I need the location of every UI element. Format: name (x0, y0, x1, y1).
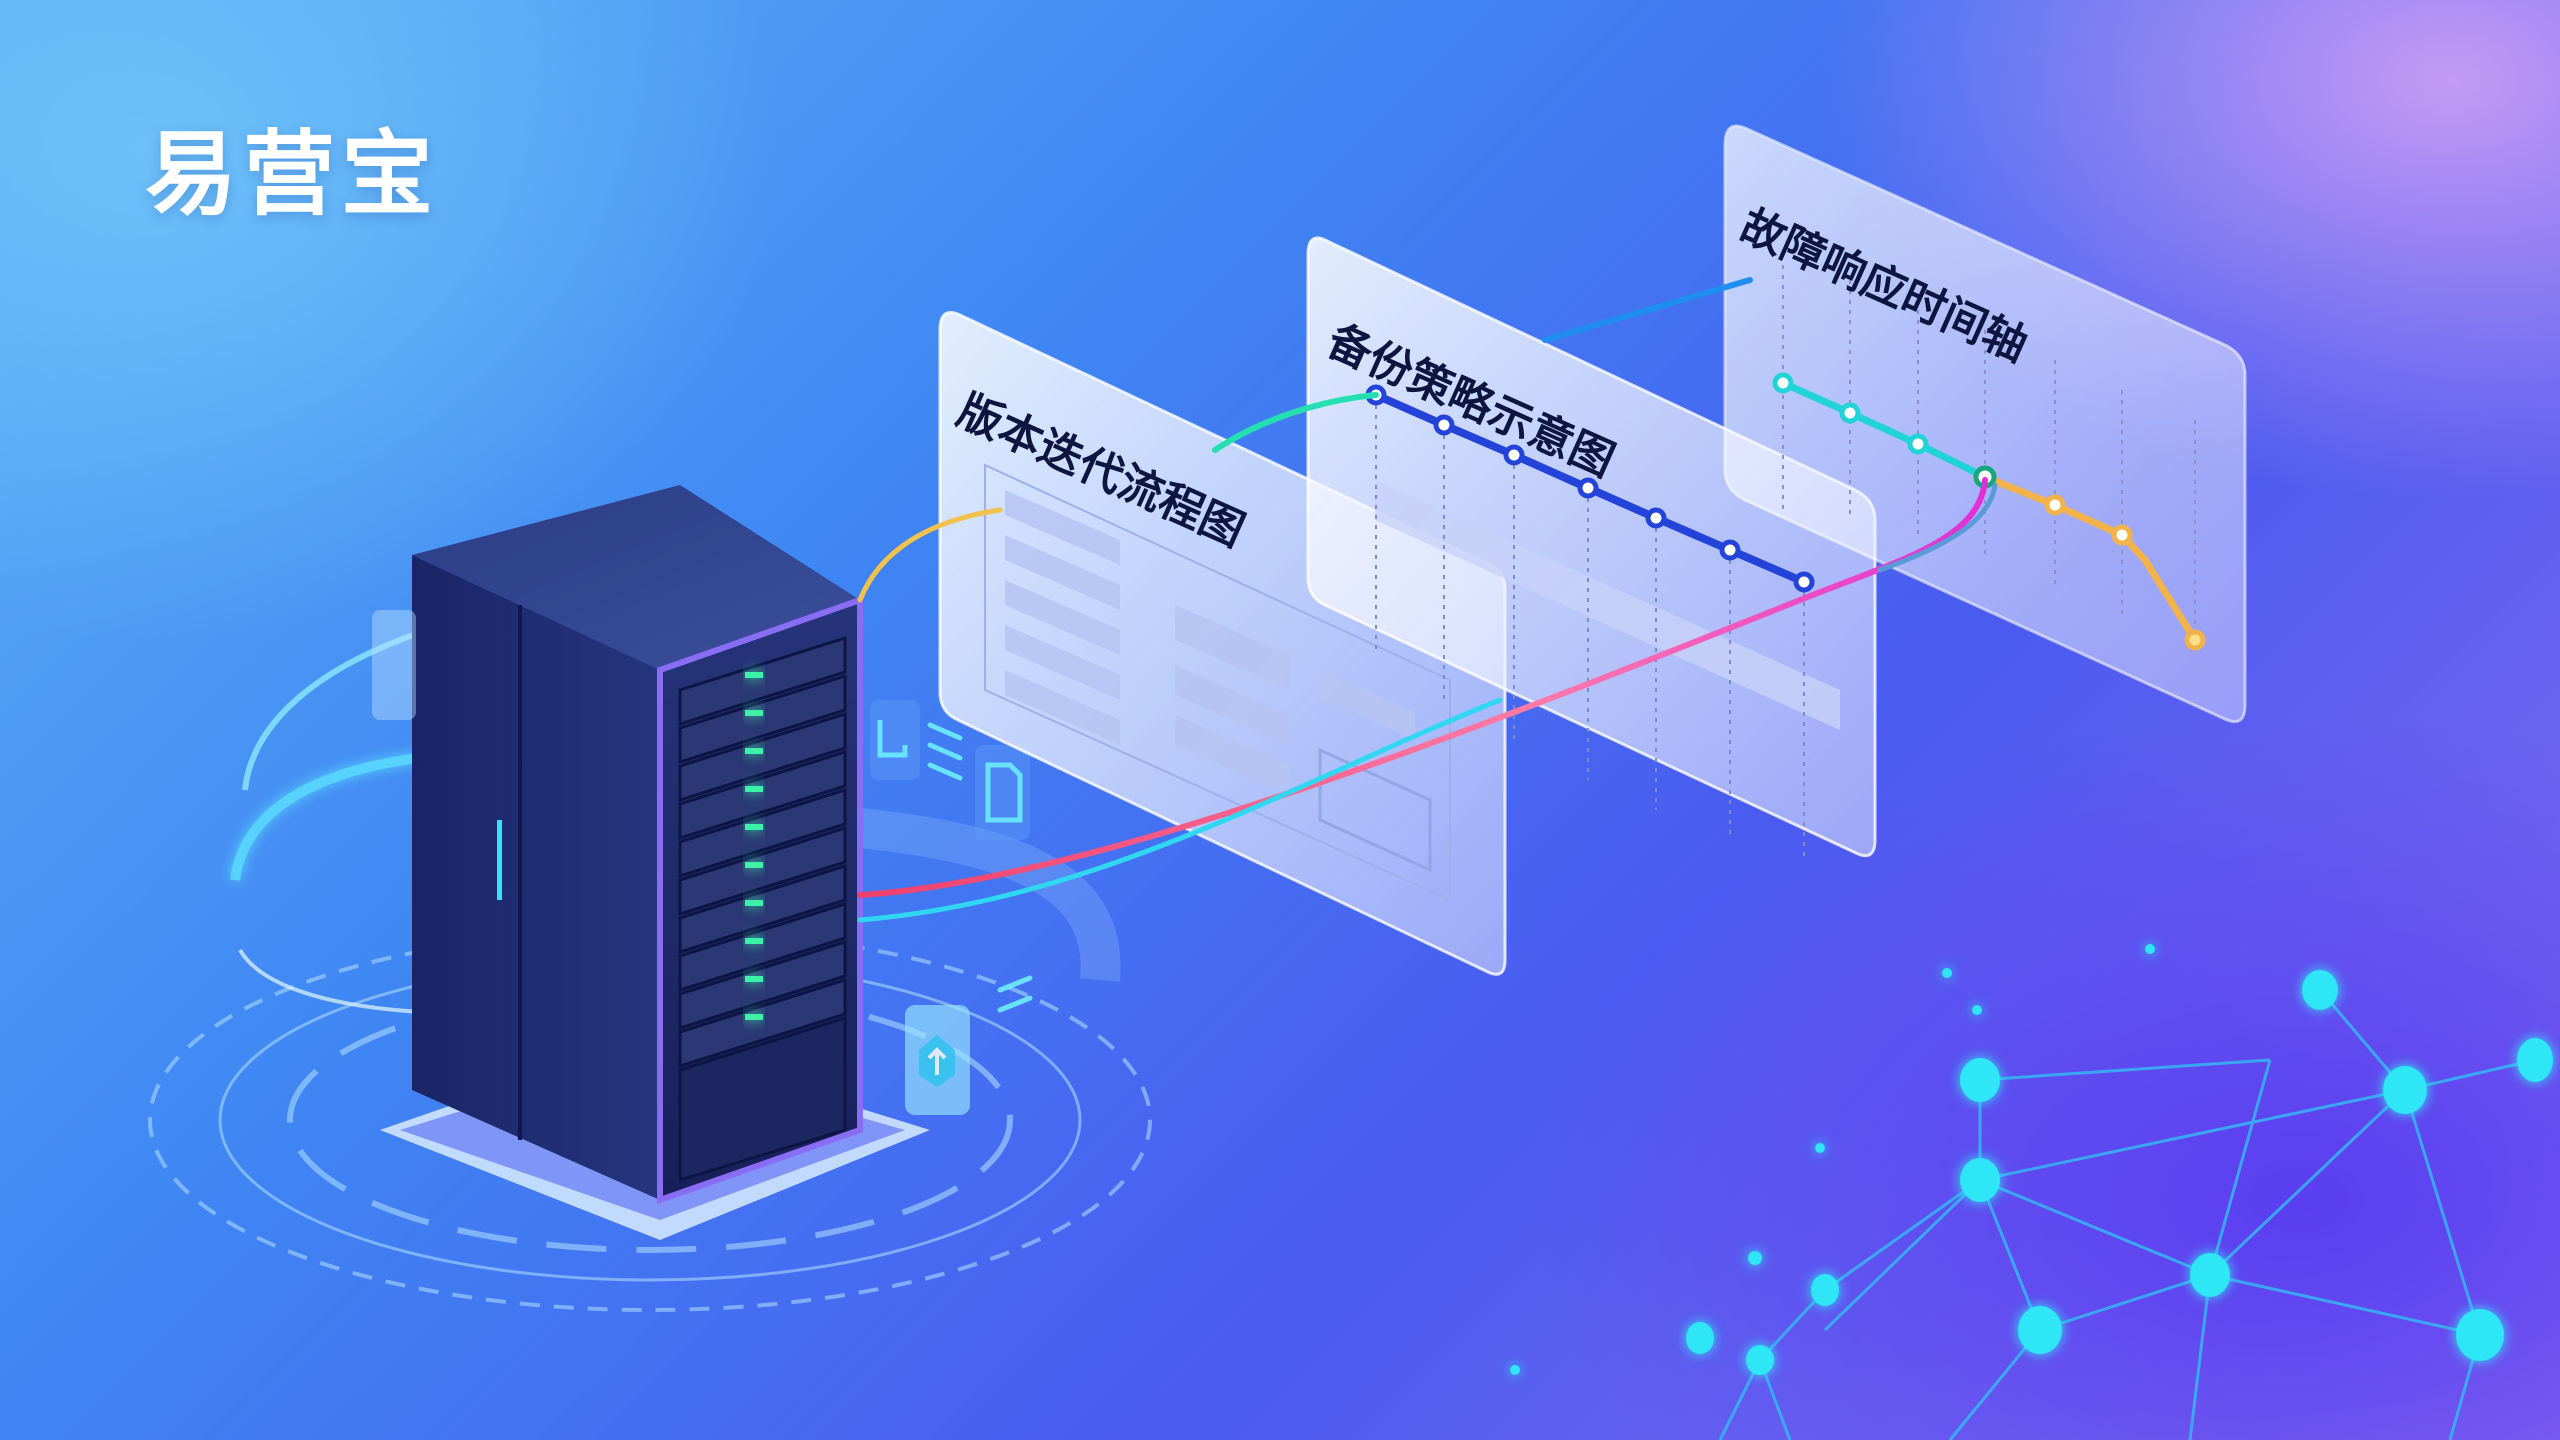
network-nodes (1510, 944, 2553, 1375)
floating-icon-cards (372, 610, 1033, 1115)
panel-version-flowchart (938, 311, 1507, 976)
panel-fault-timeline (1723, 124, 2247, 723)
brand-logo-text: 易营宝 (145, 121, 440, 228)
connecting-lines (857, 277, 1998, 923)
network-graph-icon (1718, 989, 2536, 1440)
document-icon (985, 762, 1023, 823)
copy-icon (877, 720, 908, 758)
server-units (678, 635, 847, 1183)
panel-backup-strategy (1306, 236, 1877, 860)
led-indicators (745, 672, 763, 1020)
